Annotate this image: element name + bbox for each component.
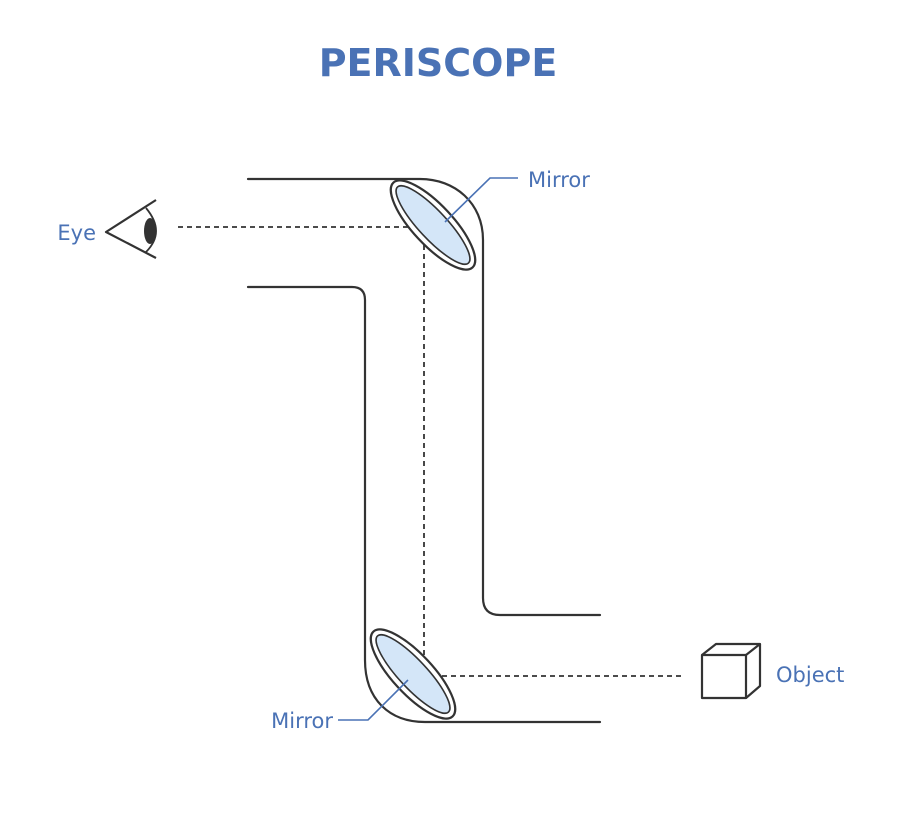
- tube-outer-wall: [246, 177, 602, 617]
- eye-icon: [104, 199, 157, 259]
- light-ray-path: [178, 226, 684, 677]
- bottom-mirror: [369, 628, 457, 720]
- page-title: PERISCOPE: [319, 41, 558, 85]
- periscope-tube: [246, 177, 602, 724]
- eye-label: Eye: [57, 221, 96, 245]
- object-label: Object: [776, 663, 844, 687]
- tube-inner-wall: [246, 285, 602, 724]
- mirror-bottom-leader: [338, 679, 409, 721]
- cube-icon: [700, 642, 762, 700]
- mirror-top-leader: [444, 177, 518, 223]
- top-mirror: [389, 179, 477, 271]
- mirror-top-label: Mirror: [528, 168, 590, 192]
- mirror-bottom-label: Mirror: [271, 709, 333, 733]
